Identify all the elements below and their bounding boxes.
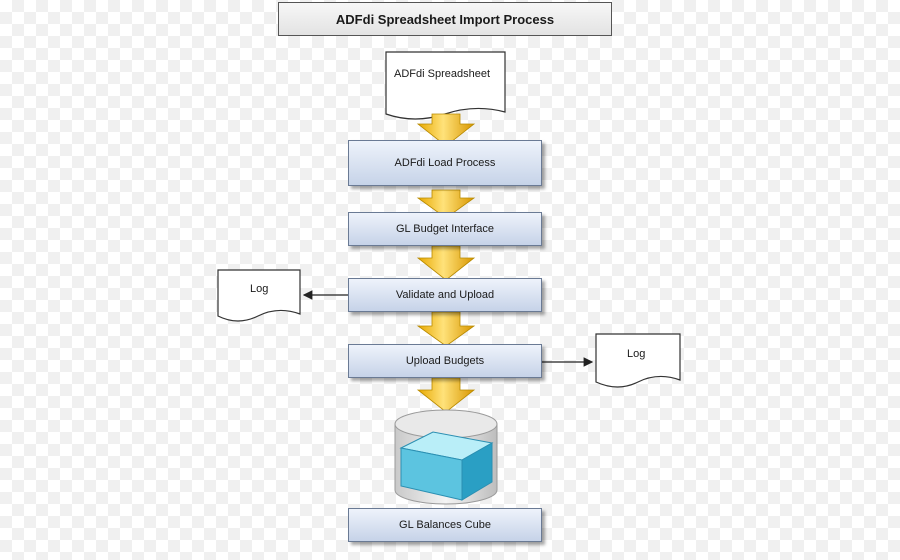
log-right-label: Log	[627, 348, 646, 360]
step-validate-and-upload: Validate and Upload	[348, 278, 542, 312]
diagram-title: ADFdi Spreadsheet Import Process	[278, 2, 612, 36]
gl-balances-cube-box: GL Balances Cube	[348, 508, 542, 542]
spreadsheet-document-shape	[385, 51, 506, 120]
database-cube-icon	[394, 409, 498, 505]
step-gl-budget-interface: GL Budget Interface	[348, 212, 542, 246]
flow-arrow-5	[416, 377, 476, 413]
flow-arrow-3	[416, 245, 476, 281]
log-left-label: Log	[250, 283, 269, 295]
flow-arrow-2	[416, 189, 476, 219]
log-document-left-shape	[217, 269, 301, 322]
flow-arrow-1	[416, 113, 476, 147]
step-adfdi-load-process: ADFdi Load Process	[348, 140, 542, 186]
flow-arrow-4	[416, 311, 476, 347]
spreadsheet-document-label: ADFdi Spreadsheet	[394, 68, 490, 80]
step-upload-budgets: Upload Budgets	[348, 344, 542, 378]
log-document-right-shape	[595, 333, 681, 388]
